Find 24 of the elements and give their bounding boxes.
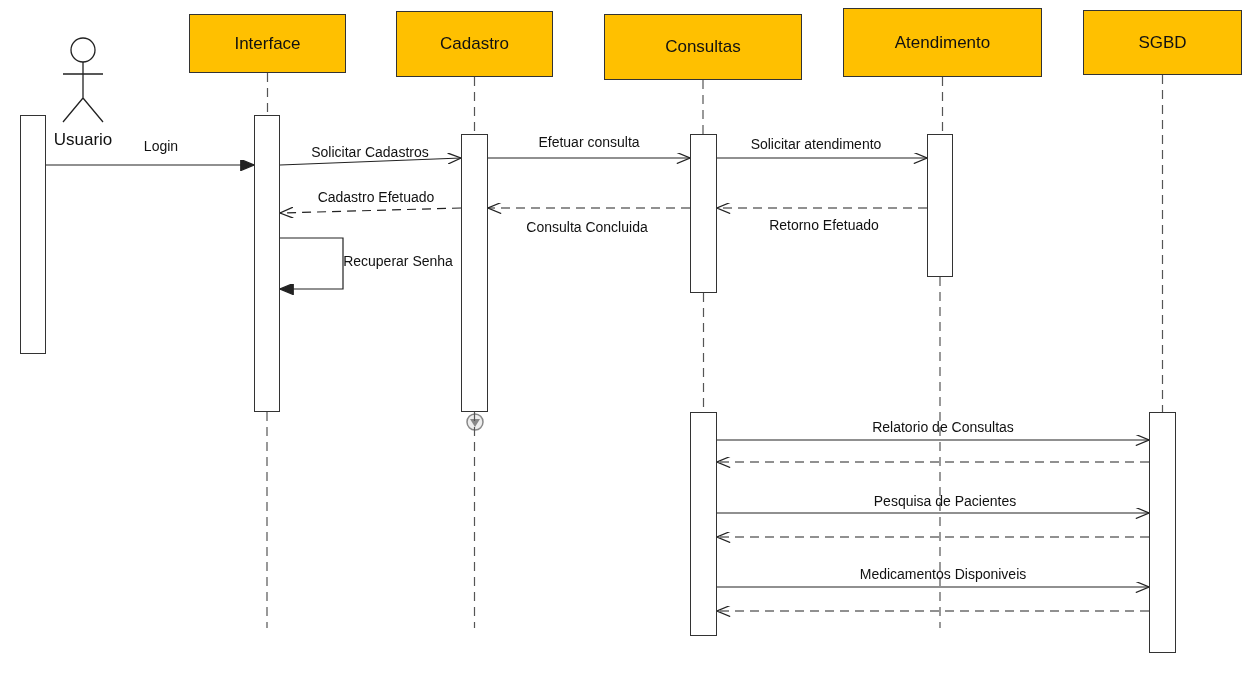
message-label: Pesquisa de Pacientes [873, 494, 1017, 510]
message-label: Efetuar consulta [538, 135, 640, 151]
lifeline-header: SGBD [1083, 10, 1242, 75]
message-label: Consulta Concluida [526, 220, 648, 236]
lifeline-header: Interface [189, 14, 346, 73]
message-label: Login [143, 139, 179, 155]
activation-bar [927, 134, 953, 277]
message-label: Retorno Efetuado [769, 218, 879, 234]
activation-bar [20, 115, 46, 354]
activation-bar [690, 412, 717, 636]
lifeline-header: Atendimento [843, 8, 1042, 77]
activation-bar [254, 115, 280, 412]
activation-bar [1149, 412, 1176, 653]
lifeline-header: Cadastro [396, 11, 553, 77]
actor-name: Usuario [52, 130, 114, 150]
message-label: Solicitar Cadastros [311, 145, 429, 161]
message-label: Relatorio de Consultas [872, 420, 1014, 436]
message-label: Solicitar atendimento [750, 137, 882, 153]
message-label: Medicamentos Disponiveis [859, 567, 1027, 583]
lifeline-header: Consultas [604, 14, 802, 80]
message-label: Recuperar Senha [343, 254, 453, 270]
activation-bar [690, 134, 717, 293]
activation-bar [461, 134, 488, 412]
message-label: Cadastro Efetuado [317, 190, 435, 206]
